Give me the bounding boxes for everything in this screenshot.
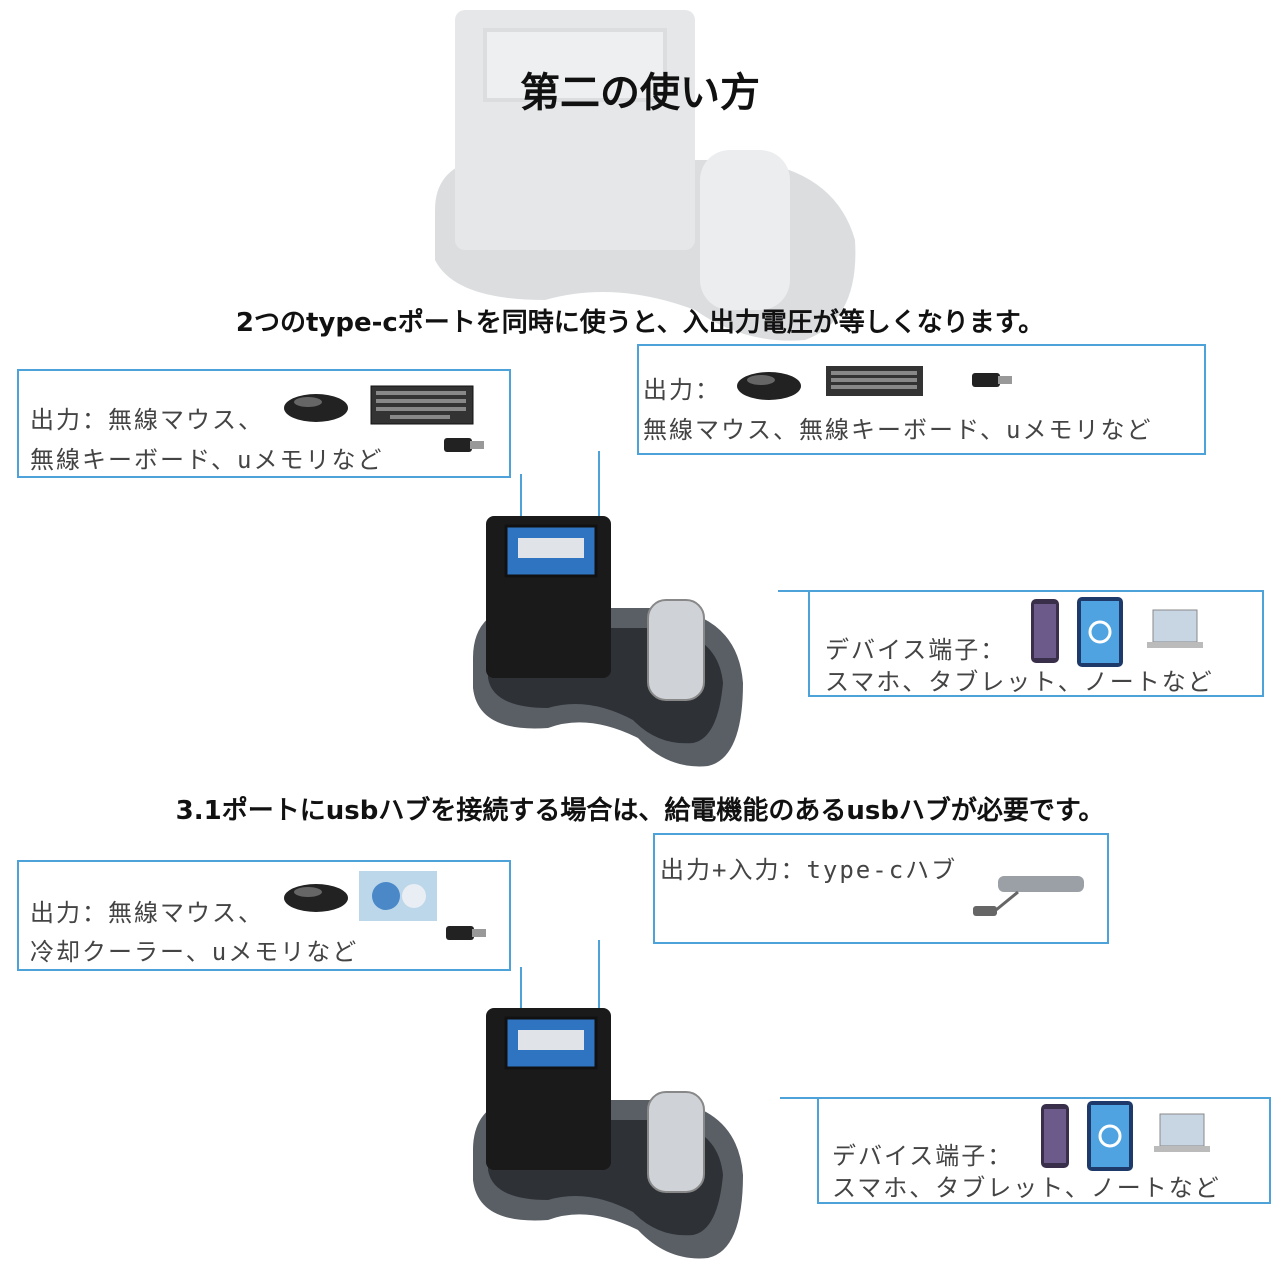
phone-icon [1031,599,1059,663]
section2-left-line2: 冷却クーラー、uメモリなど [30,938,359,966]
section1-right-line1: 出力： [643,376,721,404]
page-title: 第二の使い方 [520,70,760,116]
background-adapter-image [435,10,856,341]
usb-c-adapter-image [473,1008,743,1259]
section2-device-connector [780,1097,817,1099]
section1-left-line1: 出力：無線マウス、 [30,406,264,434]
laptop-icon [1147,609,1203,648]
section1-device-line1: デバイス端子： [825,636,1007,664]
section2-left-box [17,860,511,971]
phone-icon [1041,1104,1069,1168]
usb-c-adapter-image [473,516,743,767]
section2-device-box [817,1097,1271,1204]
mouse-icon [737,372,801,400]
section1-right-box [637,344,1206,455]
section1-left-line2: 無線キーボード、uメモリなど [30,446,384,474]
section2-right-connector [598,940,600,1025]
section1-device-line2: スマホ、タブレット、ノートなど [825,668,1214,696]
section1-heading: 2つのtype-cポートを同時に使うと、入出力電圧が等しくなります。 [235,308,1045,338]
usb-stick-icon [446,926,486,940]
section1-right-connector [598,451,600,531]
usb-stick-icon [444,438,484,452]
section2-left-connector [520,967,522,1027]
section2-right-line1: 出力+入力：type-cハブ [660,856,958,884]
section1-device-box [808,590,1264,697]
section2-device-line1: デバイス端子： [832,1142,1014,1170]
section1-device-connector [778,590,808,592]
keyboard-icon [826,366,923,396]
tablet-icon [1077,597,1123,667]
laptop-icon [1154,1113,1210,1152]
tablet-icon [1087,1101,1133,1171]
usb-hub-icon [973,876,1084,916]
section1-left-connector [520,474,522,534]
keyboard-icon [370,385,474,425]
usb-stick-icon [972,373,1012,387]
cooler-icon [359,871,437,921]
mouse-icon [284,394,348,422]
section1-left-box [17,369,511,478]
section2-heading: 3.1ポートにusbハブを接続する場合は、給電機能のあるusbハブが必要です。 [175,796,1105,826]
section2-left-line1: 出力：無線マウス、 [30,899,264,927]
section1-right-line2: 無線マウス、無線キーボード、uメモリなど [643,416,1153,444]
mouse-icon [284,884,348,912]
section2-right-box [653,833,1109,944]
section2-device-line2: スマホ、タブレット、ノートなど [832,1174,1221,1202]
